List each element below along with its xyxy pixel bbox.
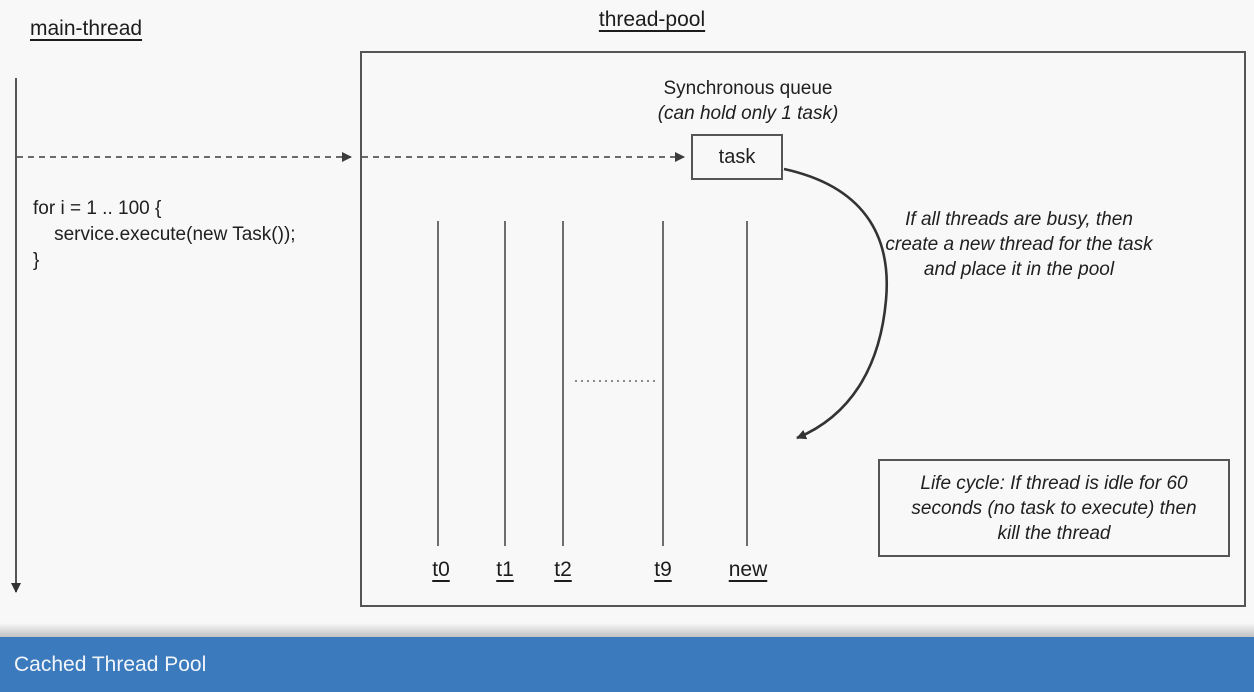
thread-label-t0: t0	[432, 558, 450, 581]
main-thread-code-snippet: for i = 1 .. 100 { service.execute(new T…	[33, 198, 296, 271]
footer-caption-bar: Cached Thread Pool	[0, 637, 1254, 692]
thread-label-t2: t2	[554, 558, 572, 581]
busy-threads-note: If all threads are busy, then create a n…	[885, 209, 1153, 280]
thread-pool-box	[360, 51, 1246, 607]
main-thread-title: main-thread	[30, 17, 143, 40]
thread-pool-title: thread-pool	[598, 8, 706, 31]
footer-bar-shadow	[0, 623, 1254, 637]
synchronous-queue-title: Synchronous queue	[663, 78, 833, 99]
task-box-label: task	[718, 145, 756, 168]
task-box: task	[691, 134, 783, 180]
lifecycle-note-box: Life cycle: If thread is idle for 60 sec…	[878, 459, 1230, 557]
thread-label-t9: t9	[654, 558, 672, 581]
footer-caption-title: Cached Thread Pool	[14, 652, 207, 676]
synchronous-queue-subtitle: (can hold only 1 task)	[657, 103, 839, 124]
thread-label-new: new	[728, 558, 768, 581]
synchronous-queue-label: Synchronous queue (can hold only 1 task)	[618, 76, 878, 126]
thread-label-t1: t1	[496, 558, 514, 581]
